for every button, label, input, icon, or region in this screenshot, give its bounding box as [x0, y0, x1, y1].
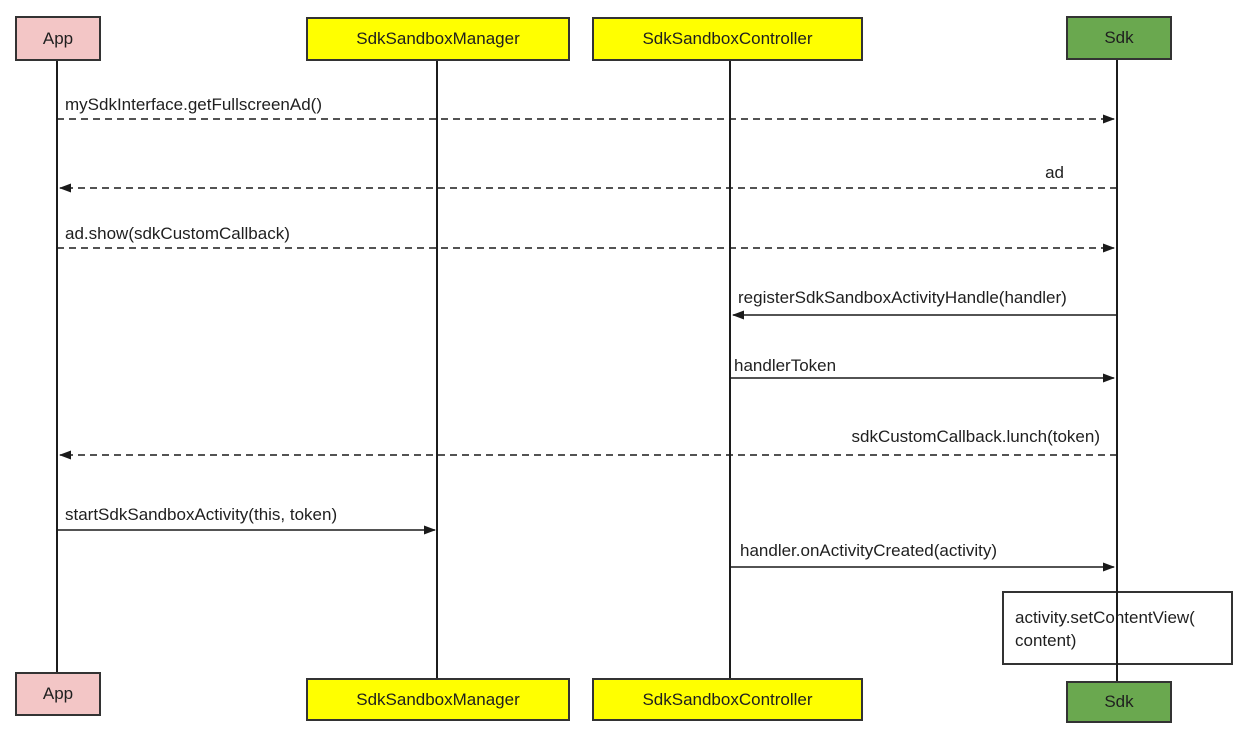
actor-top-manager: SdkSandboxManager	[306, 17, 570, 61]
actor-label: Sdk	[1104, 692, 1134, 711]
actor-bottom-controller: SdkSandboxController	[592, 678, 863, 721]
actor-label: SdkSandboxController	[642, 29, 813, 48]
lifeline-controller	[729, 61, 731, 678]
message-label-get-fullscreen-ad: mySdkInterface.getFullscreenAd()	[65, 95, 322, 114]
message-label-start-sandbox-activity: startSdkSandboxActivity(this, token)	[65, 505, 338, 524]
note-line: activity.setContentView(	[1015, 608, 1195, 627]
actor-bottom-app: App	[15, 672, 101, 716]
actor-label: SdkSandboxManager	[356, 689, 520, 709]
lifeline-manager	[436, 61, 438, 678]
message-label-on-activity-created: handler.onActivityCreated(activity)	[740, 541, 998, 560]
message-label-callback-lunch: sdkCustomCallback.lunch(token)	[851, 427, 1101, 446]
message-label-ad: ad	[1045, 163, 1064, 182]
actor-label: App	[42, 684, 74, 703]
actor-label: Sdk	[1104, 28, 1134, 47]
actor-bottom-sdk: Sdk	[1066, 681, 1172, 723]
message-label-ad-show: ad.show(sdkCustomCallback)	[65, 224, 290, 243]
lifeline-app	[56, 61, 58, 672]
actor-top-app: App	[15, 16, 101, 61]
actor-label: SdkSandboxController	[642, 689, 813, 709]
actor-label: SdkSandboxManager	[356, 29, 520, 48]
actor-bottom-manager: SdkSandboxManager	[306, 678, 570, 721]
message-label-register-activity-handle: registerSdkSandboxActivityHandle(handler…	[738, 288, 1067, 307]
lifeline-sdk	[1116, 60, 1118, 681]
actor-top-sdk: Sdk	[1066, 16, 1172, 60]
message-label-handler-token: handlerToken	[734, 356, 837, 375]
actor-top-controller: SdkSandboxController	[592, 17, 863, 61]
note-line: content)	[1015, 631, 1077, 650]
actor-label: App	[42, 28, 74, 48]
